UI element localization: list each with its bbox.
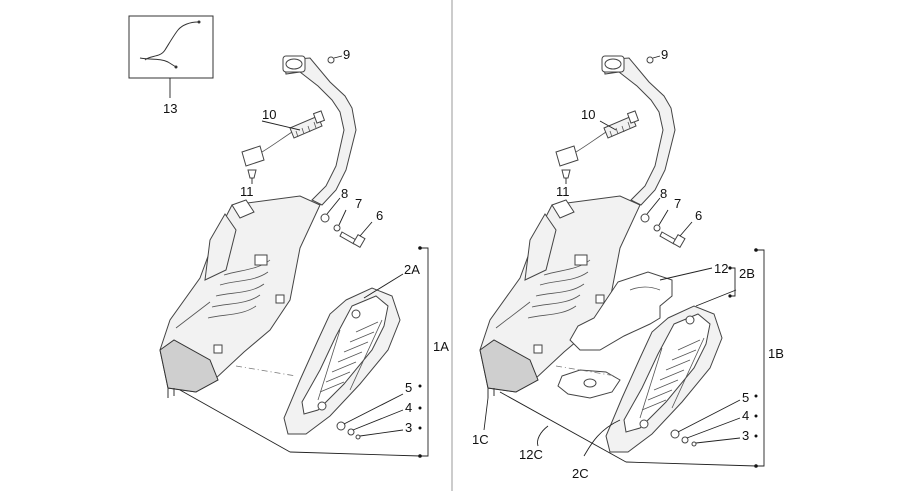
muffler-left [159, 195, 321, 398]
exhaust-pipe-right [601, 55, 676, 206]
callout-9-right: 9 [661, 47, 668, 62]
callout-11-left: 11 [240, 184, 254, 199]
callout-4-right: 4 [742, 408, 749, 423]
callout-2C: 2C [572, 466, 589, 481]
gasket-12 [569, 267, 713, 351]
callout-1A: 1A [433, 339, 449, 354]
callout-10-left: 10 [262, 107, 276, 122]
exhaust-pipe-left [282, 55, 357, 206]
bracket-1A [179, 246, 429, 458]
callout-3-right: 3 [742, 428, 749, 443]
left-assembly: 13 9 10 11 8 7 6 2A 1A 5 4 3 [128, 15, 449, 458]
gasket-12C [537, 369, 621, 447]
callout-5-left: 5 [405, 380, 412, 395]
callout-2A: 2A [404, 262, 420, 277]
part-10-sensor-left [241, 110, 326, 167]
callout-1C: 1C [472, 432, 489, 447]
callout-11-right: 11 [556, 184, 570, 199]
heat-shield-2B [583, 289, 737, 457]
callout-8-right: 8 [660, 186, 667, 201]
bracket-2B [728, 266, 736, 298]
callout-1B: 1B [768, 346, 784, 361]
callout-12C: 12C [519, 447, 543, 462]
heat-shield-2A [283, 273, 404, 435]
part-13-cable-inset [128, 15, 214, 98]
callout-13-left: 13 [163, 101, 177, 116]
bracket-1B [499, 248, 765, 468]
callout-4-left: 4 [405, 400, 412, 415]
callout-7-left: 7 [355, 196, 362, 211]
parts-5-4-3-left [336, 393, 404, 440]
part-10-sensor-right [555, 110, 640, 167]
callout-12: 12 [714, 261, 728, 276]
right-assembly: 9 10 11 8 7 6 12 2B 1B 5 4 3 1C 12C 2C [472, 47, 784, 481]
callout-10-right: 10 [581, 107, 595, 122]
callout-5-right: 5 [742, 390, 749, 405]
parts-8-7-6-right [640, 197, 693, 249]
callout-6-left: 6 [376, 208, 383, 223]
callout-6-right: 6 [695, 208, 702, 223]
callout-3-left: 3 [405, 420, 412, 435]
callout-9-left: 9 [343, 47, 350, 62]
parts-8-7-6-left [320, 197, 373, 249]
callout-8-left: 8 [341, 186, 348, 201]
muffler-right [479, 195, 641, 431]
callout-7-right: 7 [674, 196, 681, 211]
parts-5-4-3-right [670, 399, 741, 447]
callout-2B: 2B [739, 266, 755, 281]
